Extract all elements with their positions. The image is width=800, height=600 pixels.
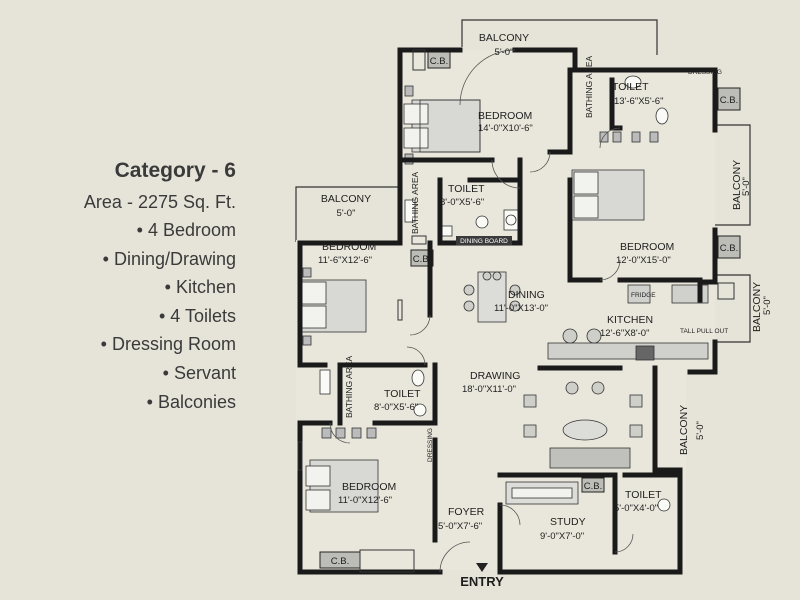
feature-bedroom: • 4 Bedroom <box>136 220 236 240</box>
entry-label: ENTRY <box>460 574 504 589</box>
cb-label-study: C.B. <box>584 481 602 492</box>
balcony-right1-dim: 5'-0" <box>741 177 752 196</box>
bedroom1-dim: 14'-0"X10'-6" <box>478 123 533 134</box>
balcony-top: BALCONY 5'-0" <box>479 32 529 58</box>
cb-label-right2: C.B. <box>720 243 738 254</box>
kitchen-label: KITCHEN <box>607 314 653 326</box>
dining-label: DINING <box>508 289 545 301</box>
bathing-area1-label: BATHING AREA <box>584 55 594 118</box>
bedroom2-label: BEDROOM <box>620 241 674 253</box>
walls <box>297 47 718 575</box>
windows <box>297 49 735 573</box>
balcony-right2-dim: 5'-0" <box>762 296 773 315</box>
tall-pull-out-label: TALL PULL OUT <box>680 328 728 335</box>
feature-balconies: • Balconies <box>146 391 236 412</box>
dining-board-label: DINING BOARD <box>460 238 508 245</box>
balcony-top-label: BALCONY <box>479 32 529 44</box>
category-title: Category - 6 <box>114 159 236 182</box>
dining-dim: 11'-0"X13'-0" <box>494 303 548 314</box>
dining-board-box <box>456 236 512 245</box>
cb-label-bottom: C.B. <box>331 556 349 567</box>
drawing-dim: 18'-0"X11'-0" <box>462 384 516 395</box>
feature-kitchen: • Kitchen <box>164 277 236 298</box>
toilet2-dim: 8'-0"X5'-6" <box>440 197 484 208</box>
bedroom4-dim: 11'-0"X12'-6" <box>338 495 392 506</box>
fridge-label: FRIDGE <box>631 292 656 299</box>
dressing1-label: DRESSING <box>688 69 722 76</box>
category-info: Category - 6 Area - 2275 Sq. Ft. • 4 Bed… <box>0 156 236 416</box>
balcony-right3-dim: 5'-0" <box>695 421 706 440</box>
bedroom3-label: BEDROOM <box>322 241 376 253</box>
balcony-right1-label: BALCONY <box>731 160 743 210</box>
feature-dressing-room: • Dressing Room <box>100 334 236 355</box>
bedroom3-dim: 11'-6"X12'-6" <box>318 255 372 266</box>
balcony-top-dim: 5'-0" <box>495 47 514 58</box>
balcony-left-label: BALCONY <box>321 193 371 205</box>
balcony-outlines <box>295 19 751 460</box>
feature-servant: • Servant <box>162 362 236 383</box>
cb-label-top: C.B. <box>430 56 448 67</box>
bedroom1-label: BEDROOM <box>478 110 532 122</box>
foyer-dim: 5'-0"X7'-6" <box>438 521 482 532</box>
entry-arrow-icon <box>476 563 488 572</box>
feature-toilets: • 4 Toilets <box>158 305 236 326</box>
drawing-label: DRAWING <box>470 370 520 382</box>
dressing2-label: DRESSING <box>427 428 434 462</box>
bathing-area2-label: BATHING AREA <box>410 171 420 234</box>
furniture <box>299 85 709 513</box>
kitchen-dim: 12'-6"X8'-0" <box>600 328 649 339</box>
toilet2-label: TOILET <box>448 183 485 195</box>
balcony-right3-label: BALCONY <box>678 405 690 455</box>
feature-dining-drawing: • Dining/Drawing <box>102 248 236 269</box>
bedroom2-dim: 12'-0"X15'-0" <box>616 255 671 266</box>
study-dim: 9'-0"X7'-0" <box>540 531 584 542</box>
toilet3-dim: 8'-0"X5'-6" <box>374 402 418 413</box>
toilet1-label: TOILET <box>612 81 649 93</box>
balcony-left-dim: 5'-0" <box>337 208 356 219</box>
study-label: STUDY <box>550 516 586 528</box>
area-text: Area - 2275 Sq. Ft. <box>83 192 236 212</box>
toilet4-dim: 5'-0"X4'-0" <box>614 503 658 514</box>
cb-label-right1: C.B. <box>720 95 738 106</box>
door-swings <box>329 49 634 573</box>
bathing-area3-label: BATHING AREA <box>344 355 354 418</box>
bedroom4-label: BEDROOM <box>342 481 396 493</box>
foyer-label: FOYER <box>448 506 485 518</box>
balcony-right2-label: BALCONY <box>751 282 763 332</box>
toilet1-dim: 13'-6"X5'-6" <box>614 96 663 107</box>
toilet3-label: TOILET <box>384 388 421 400</box>
toilet4-label: TOILET <box>625 489 662 501</box>
cb-label-bedroom3: C.B. <box>413 254 431 265</box>
